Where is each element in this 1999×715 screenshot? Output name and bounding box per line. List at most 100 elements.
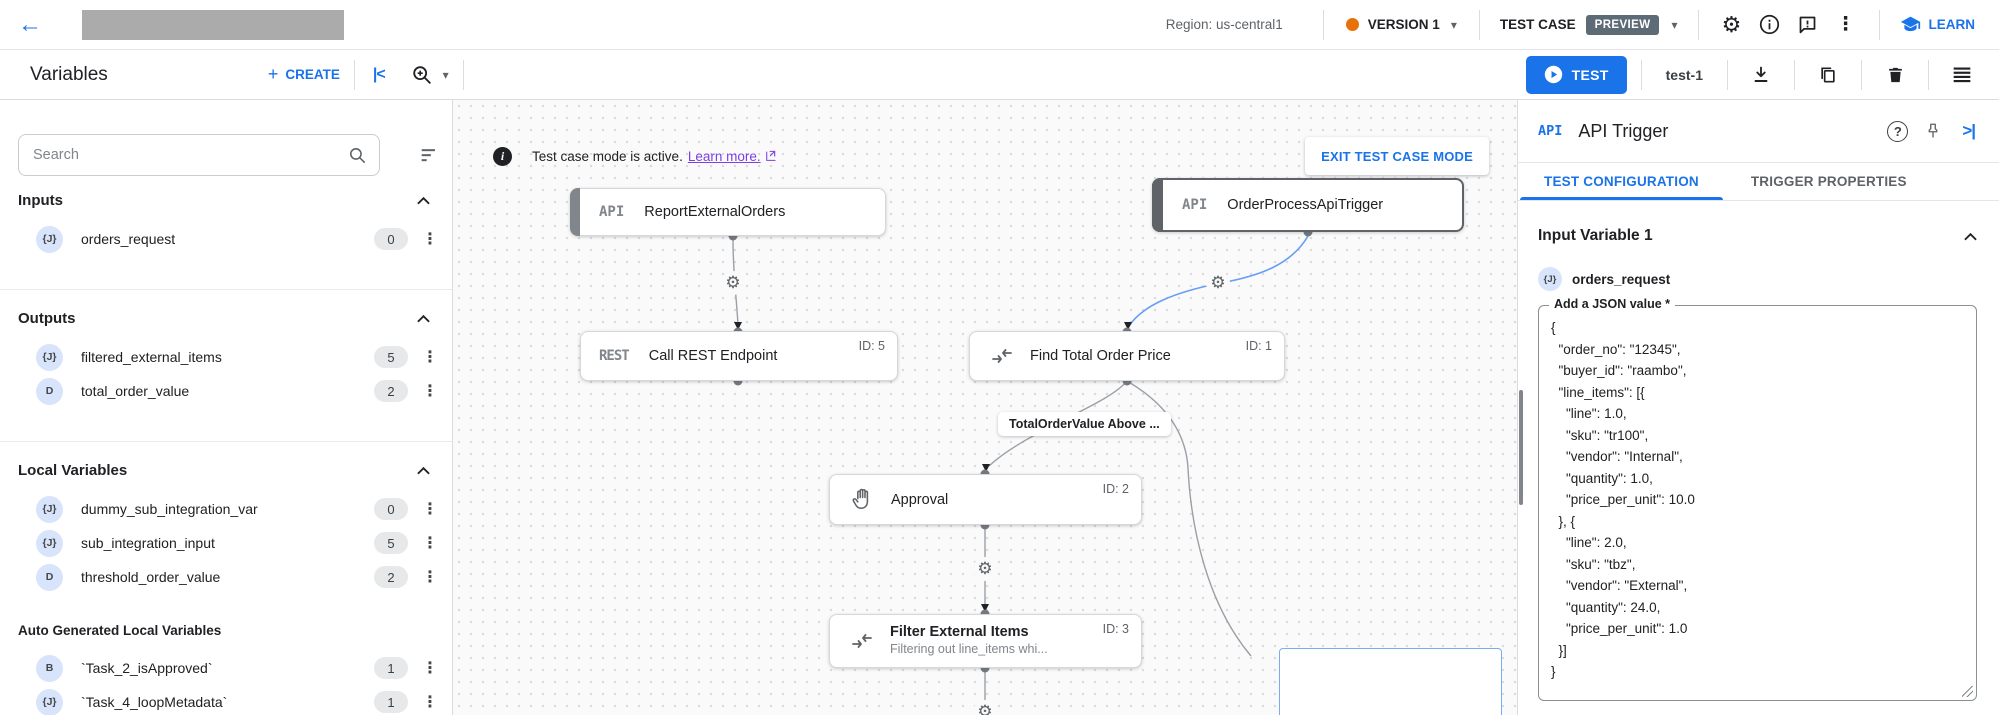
- exit-test-case-mode-button[interactable]: EXIT TEST CASE MODE: [1305, 137, 1489, 175]
- download-button[interactable]: [1742, 56, 1780, 94]
- node-report-external-orders[interactable]: API ReportExternalOrders: [570, 188, 886, 236]
- chevron-up-icon[interactable]: [417, 196, 430, 205]
- usage-count-badge: 5: [374, 346, 408, 368]
- version-dropdown[interactable]: VERSION 1 ▾: [1338, 17, 1465, 32]
- boolean-type-icon: B: [36, 654, 63, 682]
- variable-row[interactable]: {J} dummy_sub_integration_var 0 ⋮: [36, 495, 438, 523]
- variable-row[interactable]: D total_order_value 2 ⋮: [36, 377, 438, 405]
- edge-config-gear-icon[interactable]: ⚙: [1206, 271, 1230, 295]
- more-options-icon[interactable]: ⋮: [422, 694, 438, 711]
- panel-scrollbar[interactable]: [1519, 390, 1523, 505]
- collapse-panel-icon[interactable]: >|: [1962, 121, 1976, 140]
- more-options-icon[interactable]: ⋮: [422, 231, 438, 248]
- variable-row[interactable]: B `Task_2_isApproved` 1 ⋮: [36, 654, 438, 682]
- search-input[interactable]: [33, 147, 348, 163]
- json-type-icon: {J}: [1538, 267, 1562, 291]
- search-field[interactable]: [18, 134, 380, 176]
- api-trigger-config-panel: API API Trigger ? >| TEST CONFIGURATION …: [1517, 100, 1999, 715]
- divider: [353, 59, 355, 90]
- chevron-down-icon: ▾: [1671, 17, 1678, 32]
- test-case-name[interactable]: test-1: [1665, 66, 1703, 83]
- integration-title-redacted: [82, 9, 344, 40]
- variable-row[interactable]: {J} `Task_4_loopMetadata` 1 ⋮: [36, 688, 438, 715]
- more-options-icon[interactable]: ⋮: [422, 535, 438, 552]
- approval-hand-icon: [850, 487, 875, 512]
- node-find-total-order-price[interactable]: Find Total Order Price ID: 1: [969, 331, 1285, 381]
- delete-button[interactable]: [1876, 56, 1914, 94]
- node-id-label: ID: 3: [1102, 622, 1129, 636]
- section-header-inputs[interactable]: Inputs: [18, 192, 430, 209]
- json-field-label: Add a JSON value *: [1549, 297, 1676, 311]
- variable-row[interactable]: {J} sub_integration_input 5 ⋮: [36, 529, 438, 557]
- pin-button[interactable]: [1918, 116, 1948, 146]
- zoom-dropdown[interactable]: ▾: [411, 64, 449, 86]
- json-value-input[interactable]: { "order_no": "12345", "buyer_id": "raam…: [1539, 306, 1976, 700]
- double-type-icon: D: [36, 563, 63, 591]
- resize-handle[interactable]: [1962, 686, 1973, 697]
- tab-test-configuration[interactable]: TEST CONFIGURATION: [1518, 163, 1725, 200]
- more-options-button[interactable]: ⋮: [1827, 6, 1865, 44]
- tab-trigger-properties[interactable]: TRIGGER PROPERTIES: [1750, 174, 1907, 189]
- variable-row[interactable]: D threshold_order_value 2 ⋮: [36, 563, 438, 591]
- duplicate-button[interactable]: [1809, 56, 1847, 94]
- test-case-dropdown[interactable]: TEST CASE PREVIEW ▾: [1494, 14, 1684, 35]
- info-button[interactable]: [1751, 6, 1789, 44]
- variables-panel-title: Variables: [30, 63, 108, 85]
- workflow-canvas[interactable]: ⚙ ⚙ ⚙ ⚙ i Test case mode is active. Lear…: [453, 100, 1517, 715]
- edge-config-gear-icon[interactable]: ⚙: [973, 700, 997, 715]
- region-label: Region: us-central1: [1165, 17, 1283, 32]
- learn-button[interactable]: LEARN: [1894, 14, 1982, 35]
- divider: [1928, 59, 1929, 90]
- chevron-up-icon[interactable]: [1964, 232, 1977, 241]
- chevron-up-icon[interactable]: [417, 466, 430, 475]
- test-button[interactable]: TEST: [1525, 55, 1627, 94]
- more-options-icon[interactable]: ⋮: [422, 501, 438, 518]
- divider: [1478, 9, 1480, 40]
- toolbar: Variables + CREATE |< ▾ TEST test-1: [0, 50, 1999, 100]
- node-id-label: ID: 2: [1102, 482, 1129, 496]
- data-mapping-icon: [850, 629, 874, 653]
- more-options-icon[interactable]: ⋮: [422, 349, 438, 366]
- panel-header: API API Trigger ? >|: [1518, 100, 1999, 163]
- node-call-rest-endpoint[interactable]: REST Call REST Endpoint ID: 5: [580, 331, 898, 381]
- settings-button[interactable]: ⚙: [1713, 6, 1751, 44]
- node-approval[interactable]: Approval ID: 2: [829, 474, 1142, 525]
- node-accent-bar: [1152, 178, 1163, 232]
- edge-config-gear-icon[interactable]: ⚙: [721, 271, 745, 295]
- double-type-icon: D: [36, 377, 63, 405]
- learn-label: LEARN: [1928, 17, 1976, 32]
- create-variable-button[interactable]: + CREATE: [268, 64, 340, 85]
- back-arrow-icon[interactable]: ←: [18, 10, 42, 38]
- variable-row[interactable]: {J} filtered_external_items 5 ⋮: [36, 343, 438, 371]
- node-order-process-api-trigger[interactable]: API OrderProcessApiTrigger: [1152, 178, 1464, 232]
- node-filter-external-items[interactable]: Filter External Items Filtering out line…: [829, 614, 1142, 668]
- more-options-icon[interactable]: ⋮: [422, 660, 438, 677]
- help-icon[interactable]: ?: [1887, 120, 1909, 142]
- test-case-output-box[interactable]: [1279, 648, 1502, 715]
- section-header-local-variables[interactable]: Local Variables: [18, 462, 430, 479]
- divider: [1861, 59, 1862, 90]
- chevron-up-icon[interactable]: [417, 314, 430, 323]
- usage-count-badge: 0: [374, 228, 408, 250]
- feedback-button[interactable]: [1789, 6, 1827, 44]
- section-header-outputs[interactable]: Outputs: [18, 310, 430, 327]
- collapse-sidebar-icon[interactable]: |<: [372, 65, 386, 83]
- data-mapping-icon: [990, 344, 1014, 368]
- divider: [0, 289, 452, 290]
- test-label: TEST: [1571, 66, 1609, 83]
- usage-count-badge: 1: [374, 657, 408, 679]
- sort-variables-button[interactable]: [420, 146, 440, 164]
- more-options-icon[interactable]: ⋮: [422, 569, 438, 586]
- more-options-icon[interactable]: ⋮: [422, 383, 438, 400]
- edge-condition-label[interactable]: TotalOrderValue Above ...: [998, 412, 1171, 436]
- search-icon: [349, 147, 366, 163]
- panel-title: API Trigger: [1578, 120, 1669, 141]
- test-case-label: TEST CASE: [1499, 17, 1576, 32]
- edge-config-gear-icon[interactable]: ⚙: [973, 557, 997, 581]
- learn-more-link[interactable]: Learn more.: [687, 148, 761, 164]
- variable-row[interactable]: {J} orders_request 0 ⋮: [36, 225, 438, 253]
- preview-badge: PREVIEW: [1585, 14, 1660, 35]
- divider: [1878, 9, 1880, 40]
- log-list-button[interactable]: [1943, 56, 1981, 94]
